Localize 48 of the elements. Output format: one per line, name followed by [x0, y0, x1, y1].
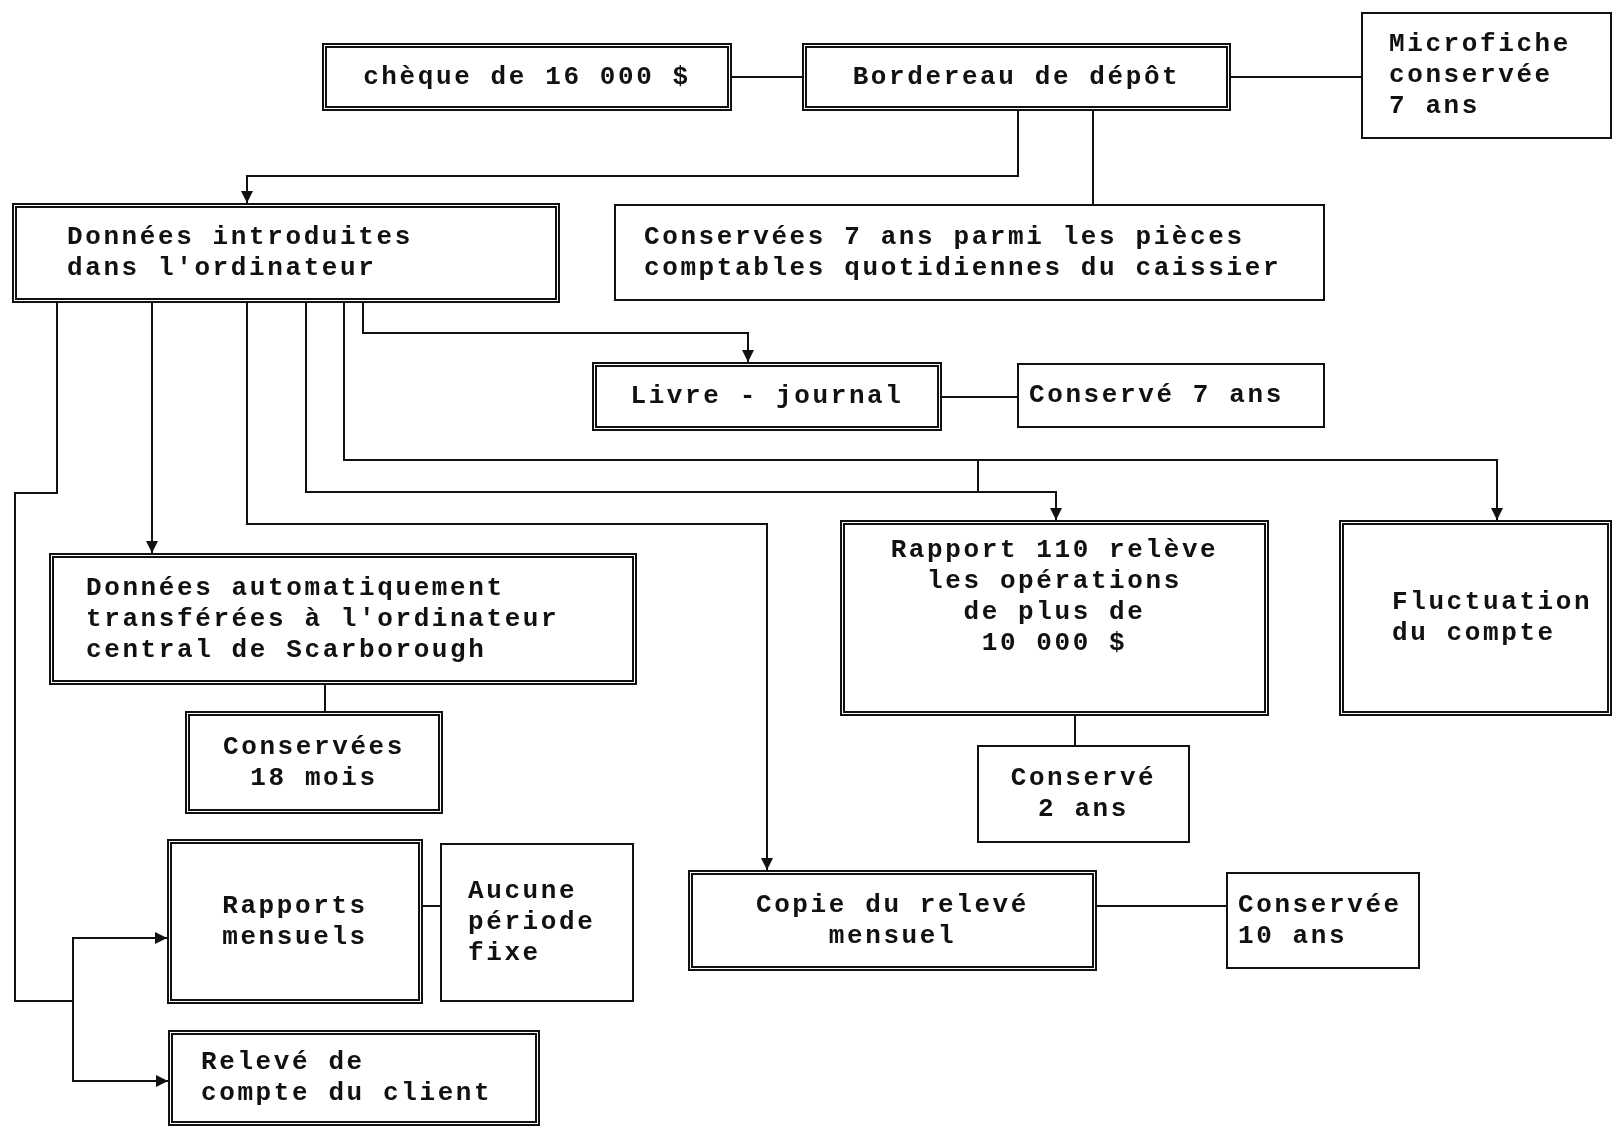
- box-text: Rapport 110 relève les opérations de plus de 10 000 $: [890, 535, 1219, 659]
- arrow: [362, 302, 754, 363]
- double-bordered-box: [12, 203, 560, 303]
- connector-line: [731, 76, 803, 78]
- process-box: [1017, 363, 1325, 428]
- arrow: [146, 302, 158, 554]
- box-text: Relevé de compte du client: [201, 1047, 493, 1109]
- double-bordered-box: [185, 711, 443, 814]
- process-box: [614, 204, 1325, 301]
- arrow: [305, 302, 1062, 521]
- connector-line: [1096, 905, 1227, 907]
- connector-line: [422, 905, 441, 907]
- box-text: Copie du relevé mensuel: [755, 889, 1029, 952]
- double-bordered-box: [592, 362, 942, 431]
- double-bordered-box: [322, 43, 732, 111]
- process-box: [977, 745, 1190, 843]
- box-text: Conservé 7 ans: [1029, 380, 1284, 411]
- box-text: Livre - journal: [630, 381, 904, 412]
- box-text: Rapports mensuels: [222, 890, 368, 953]
- double-bordered-box: [1339, 520, 1612, 716]
- box-text: Données automatiquement transférées à l'ordinateur central de Scarborough: [86, 572, 560, 666]
- connector-line: [324, 684, 326, 712]
- connector-line: [1074, 715, 1076, 746]
- box-text: Données introduites dans l'ordinateur: [67, 222, 413, 284]
- double-bordered-box: [802, 43, 1231, 111]
- arrow: [343, 302, 1503, 521]
- double-bordered-box: [167, 839, 423, 1004]
- box-text: Conservé 2 ans: [1010, 763, 1157, 825]
- box-text: Microfiche conservée 7 ans: [1389, 29, 1572, 122]
- arrow: [246, 302, 773, 871]
- double-bordered-box: [168, 1030, 540, 1126]
- box-text: chèque de 16 000 $: [363, 61, 691, 93]
- connector-line: [1230, 76, 1362, 78]
- process-box: [1361, 12, 1612, 139]
- double-bordered-box: [840, 520, 1269, 716]
- connector-line: [941, 396, 1018, 398]
- arrow: [241, 110, 1019, 204]
- process-box: [440, 843, 634, 1002]
- box-text: Fluctuation du compte: [1392, 587, 1593, 649]
- connector-line: [1092, 110, 1094, 205]
- process-box: [1226, 872, 1420, 969]
- box-text: Conservées 7 ans parmi les pièces comptables quotidiennes du caissier: [644, 221, 1282, 284]
- box-text: Aucune période fixe: [468, 876, 596, 969]
- double-bordered-box: [688, 870, 1097, 971]
- box-text: Conservée 10 ans: [1238, 889, 1402, 952]
- double-bordered-box: [49, 553, 637, 685]
- box-text: Conservées 18 mois: [223, 731, 405, 794]
- box-text: Bordereau de dépôt: [852, 61, 1181, 93]
